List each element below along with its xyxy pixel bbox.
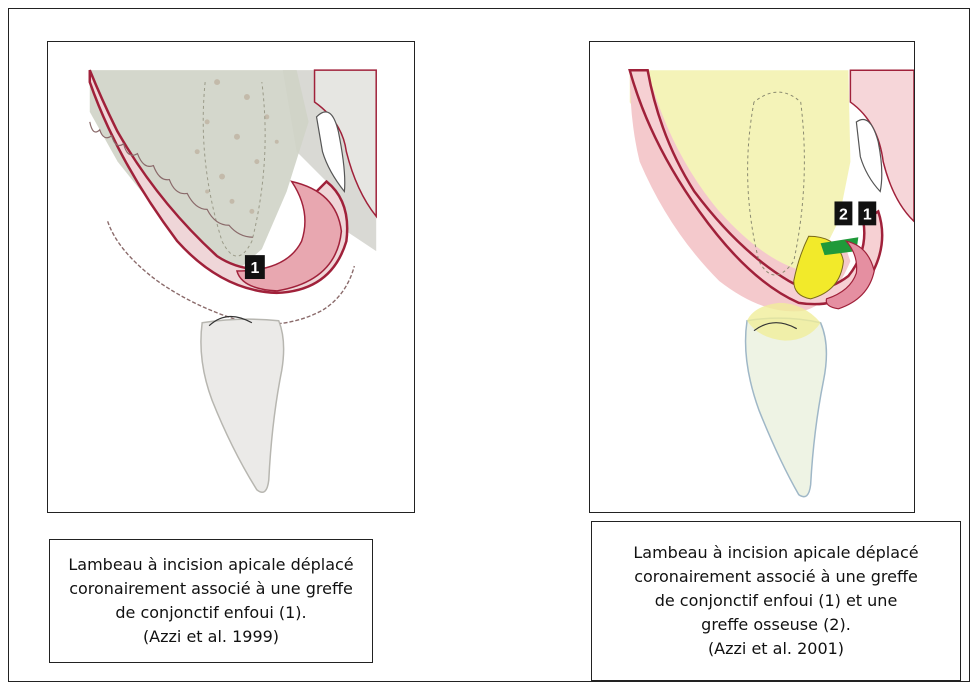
caption-right-line-5: (Azzi et al. 2001) [708, 637, 844, 661]
caption-right-line-2: coronairement associé à une greffe [634, 565, 918, 589]
left-tooth-crown [201, 319, 284, 492]
right-tooth-crown [746, 318, 827, 497]
caption-left-line-3: de conjonctif enfoui (1). [115, 601, 306, 625]
left-diagram: 1 [48, 42, 414, 512]
right-marker-2: 2 [839, 206, 848, 223]
right-marker-1: 1 [863, 206, 872, 223]
figure-right-illustration: 2 1 [589, 41, 915, 513]
caption-right: Lambeau à incision apicale déplacé coron… [591, 521, 961, 681]
page: 1 2 [8, 8, 970, 682]
caption-right-line-4: greffe osseuse (2). [701, 613, 851, 637]
right-diagram: 2 1 [590, 42, 914, 512]
left-marker-1: 1 [250, 260, 259, 277]
caption-left-line-1: Lambeau à incision apicale déplacé [68, 553, 353, 577]
figure-left-illustration: 1 [47, 41, 415, 513]
caption-left-line-2: coronairement associé à une greffe [69, 577, 353, 601]
caption-right-line-1: Lambeau à incision apicale déplacé [633, 541, 918, 565]
caption-left: Lambeau à incision apicale déplacé coron… [49, 539, 373, 663]
caption-left-line-4: (Azzi et al. 1999) [143, 625, 279, 649]
caption-right-line-3: de conjonctif enfoui (1) et une [655, 589, 898, 613]
